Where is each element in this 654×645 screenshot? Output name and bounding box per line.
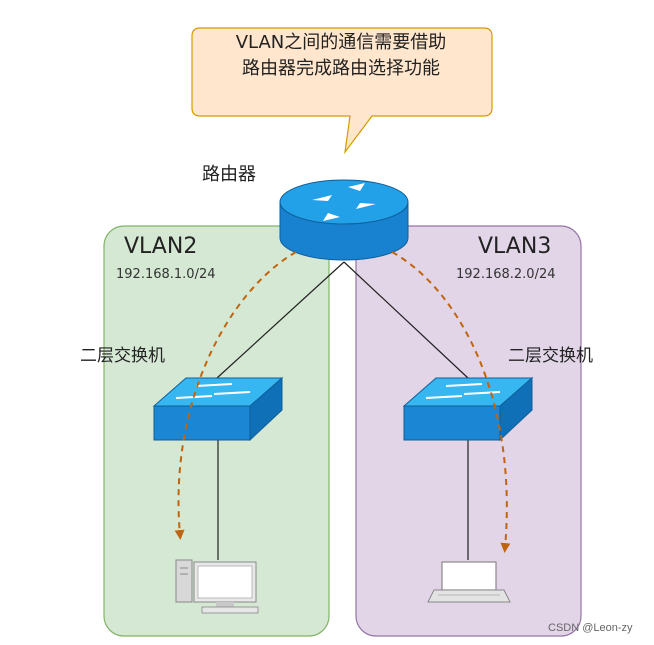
callout-line-1: VLAN之间的通信需要借助 bbox=[235, 32, 447, 53]
vlan3-switch-label: 二层交换机 bbox=[508, 346, 593, 366]
router-label: 路由器 bbox=[202, 164, 256, 185]
flow-arrow-right bbox=[391, 251, 511, 553]
callout-line-2: 路由器完成路由选择功能 bbox=[242, 58, 440, 79]
vlan3-title: VLAN3 bbox=[478, 234, 552, 259]
router-icon bbox=[279, 179, 409, 261]
link-router-switch-right bbox=[343, 261, 469, 379]
callout-bubble bbox=[191, 27, 493, 155]
vlan2-title: VLAN2 bbox=[124, 234, 198, 259]
desktop-pc-icon bbox=[175, 559, 259, 614]
switch-left-icon bbox=[152, 376, 284, 442]
switch-right-icon bbox=[402, 376, 534, 442]
vlan2-subnet: 192.168.1.0/24 bbox=[116, 267, 216, 282]
laptop-icon bbox=[427, 561, 511, 603]
link-router-switch-left bbox=[216, 261, 345, 379]
vlan2-switch-label: 二层交换机 bbox=[80, 346, 165, 366]
vlan3-subnet: 192.168.2.0/24 bbox=[456, 267, 556, 282]
watermark: CSDN @Leon-zy bbox=[548, 622, 633, 634]
flow-arrow-left bbox=[174, 251, 297, 540]
callout-text: VLAN之间的通信需要借助 路由器完成路由选择功能 bbox=[192, 30, 490, 82]
